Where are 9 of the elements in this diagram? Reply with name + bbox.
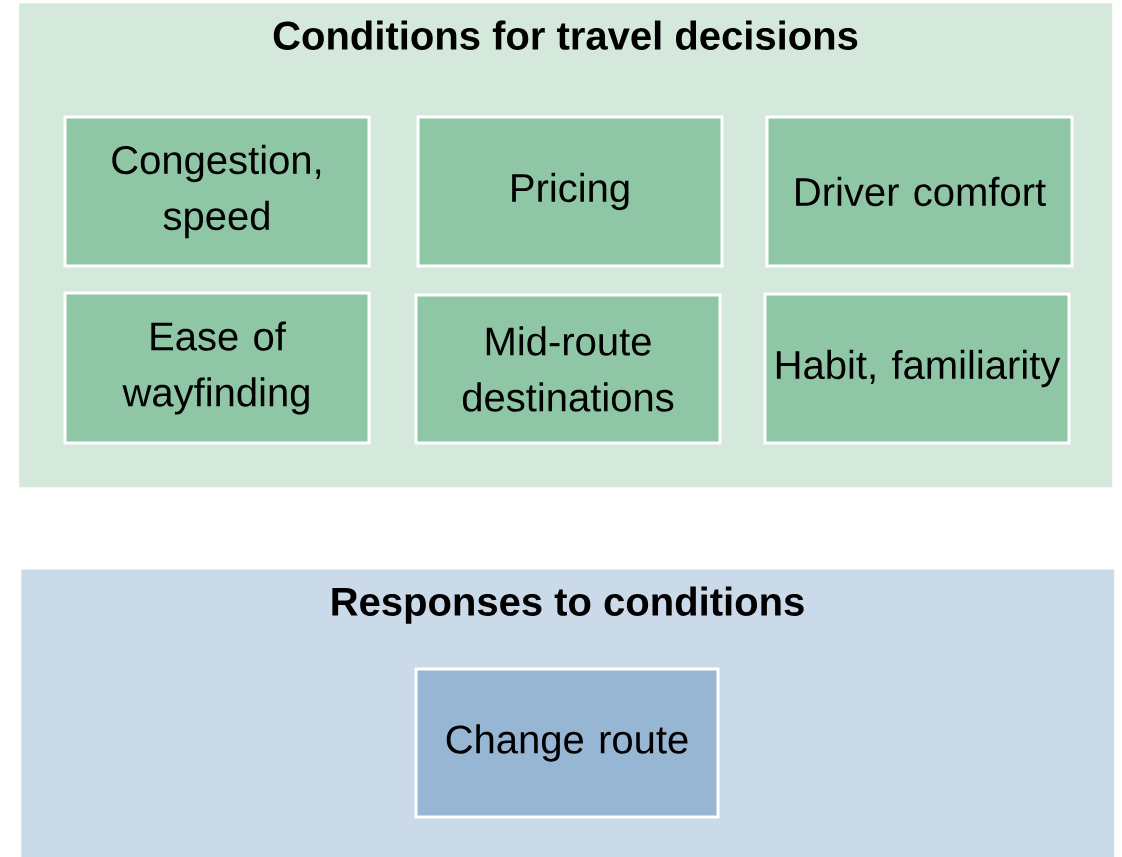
- condition-box: Mid-route destinations: [414, 293, 722, 445]
- panel-title: Responses to conditions: [332, 586, 804, 624]
- condition-box: Habit, familiarity: [763, 292, 1071, 445]
- condition-box: Pricing: [416, 115, 724, 268]
- condition-box: Congestion, speed: [63, 115, 371, 268]
- condition-box: Driver comfort: [765, 115, 1074, 268]
- panel-title: Conditions for travel decisions: [273, 20, 858, 50]
- response-box: Change route: [414, 667, 720, 819]
- condition-box: Ease of wayfinding: [63, 291, 371, 445]
